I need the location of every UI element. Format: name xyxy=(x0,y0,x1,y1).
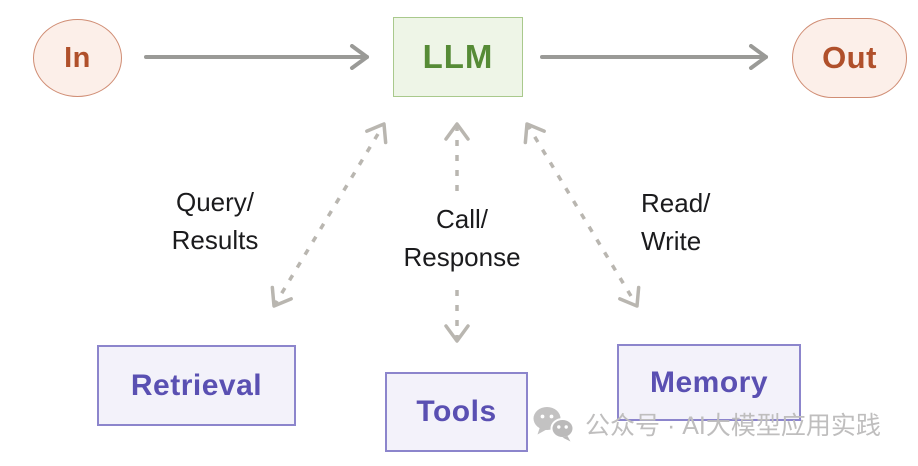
llm-node-label: LLM xyxy=(422,38,494,75)
read-write-line1: Read/ xyxy=(641,188,711,218)
dashed-arrow-llm-memory xyxy=(523,122,641,308)
call-response-line1: Call/ xyxy=(435,204,488,234)
out-node-label: Out xyxy=(822,40,877,75)
memory-node: Memory xyxy=(617,344,801,421)
wechat-icon xyxy=(533,407,575,442)
call-response-edge-label: Call/ Response xyxy=(382,192,542,284)
call-response-line2: Response xyxy=(403,242,521,272)
retrieval-node-label: Retrieval xyxy=(130,368,263,402)
query-results-line2: Results xyxy=(171,225,259,255)
tools-node-label: Tools xyxy=(416,395,497,428)
read-write-line2: Write xyxy=(641,226,702,256)
in-node-label: In xyxy=(64,41,91,74)
watermark-text: 公众号 · AI大模型应用实践 xyxy=(585,412,881,440)
in-node: In xyxy=(33,19,122,97)
query-results-line1: Query/ xyxy=(175,187,255,217)
memory-node-label: Memory xyxy=(649,365,769,399)
watermark: 公众号 · AI大模型应用实践 xyxy=(533,406,881,442)
query-results-edge-label: Query/ Results xyxy=(140,183,290,259)
dashed-arrow-llm-retrieval xyxy=(270,122,388,308)
out-node: Out xyxy=(792,18,907,98)
tools-node: Tools xyxy=(385,372,528,452)
retrieval-node: Retrieval xyxy=(97,345,296,426)
llm-node: LLM xyxy=(393,17,523,97)
read-write-edge-label: Read/ Write xyxy=(641,184,761,260)
